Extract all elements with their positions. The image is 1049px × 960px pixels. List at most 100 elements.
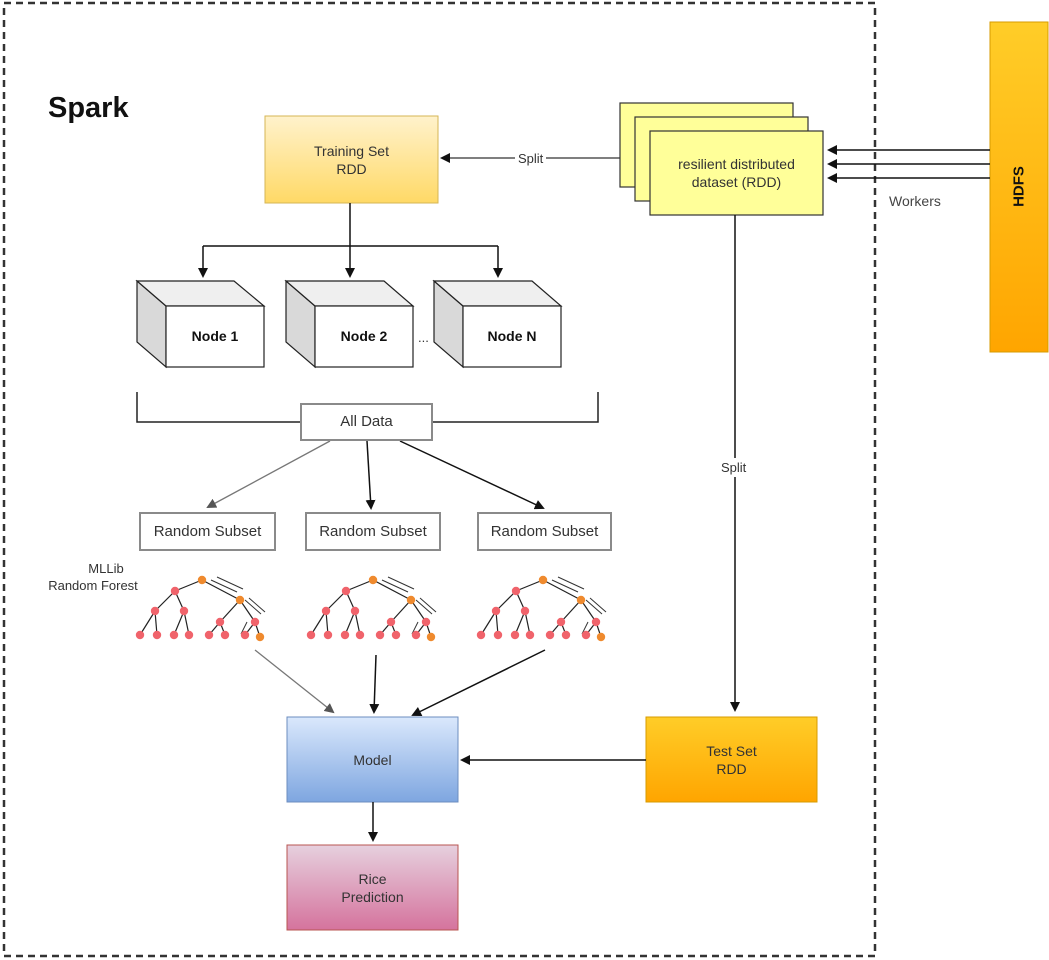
- tree-node: [576, 595, 586, 605]
- tree-1: [135, 575, 266, 642]
- tree-node: [561, 630, 571, 640]
- test-set-line2: RDD: [716, 760, 747, 777]
- tree-node: [135, 630, 145, 640]
- tree-edge: [390, 599, 412, 623]
- mllib-label: MLLib Random Forest: [28, 560, 158, 594]
- tree-node: [250, 617, 260, 627]
- hdfs-label: HDFS: [1010, 166, 1028, 207]
- tree-node: [476, 630, 486, 640]
- tree-path-arrow: [240, 621, 248, 635]
- rdd-label-line1: resilient distributed: [678, 156, 795, 172]
- random-subset-2: Random Subset: [305, 512, 441, 551]
- arrow-tree2-to-model: [369, 654, 380, 714]
- nodes-ellipsis: ...: [418, 330, 429, 345]
- tree-node: [556, 617, 566, 627]
- tree-node: [511, 586, 521, 596]
- tree-node: [406, 595, 416, 605]
- tree-path-arrow: [216, 576, 244, 590]
- tree-node: [169, 630, 179, 640]
- tree-edge: [173, 610, 185, 636]
- tree-path-arrow: [381, 579, 409, 593]
- tree-node: [255, 632, 265, 642]
- tree-path-arrow: [589, 597, 607, 613]
- test-set-label: Test Set RDD: [646, 717, 817, 802]
- tree-node: [510, 630, 520, 640]
- tree-node: [184, 630, 194, 640]
- tree-node: [525, 630, 535, 640]
- tree-path-arrow: [244, 599, 262, 615]
- tree-node: [491, 606, 501, 616]
- tree-3: [476, 575, 607, 642]
- tree-node: [152, 630, 162, 640]
- tree-node: [323, 630, 333, 640]
- tree-edge: [480, 610, 497, 636]
- rice-prediction-box: [286, 844, 459, 931]
- rdd-label: resilient distributed dataset (RDD): [650, 131, 823, 215]
- workers-label: Workers: [889, 193, 941, 209]
- tree-edge: [542, 579, 582, 601]
- node-1-label: Node 1: [191, 328, 239, 344]
- tree-path-arrow: [387, 576, 415, 590]
- hdfs-bar: [989, 21, 1049, 353]
- arrow-to-subset-3: [399, 440, 545, 510]
- tree-node: [341, 586, 351, 596]
- tree-node: [581, 630, 591, 640]
- bracket-left: [136, 392, 300, 423]
- tree-node: [391, 630, 401, 640]
- tree-path-arrow: [585, 599, 603, 615]
- tree-node: [179, 606, 189, 616]
- tree-node: [170, 586, 180, 596]
- random-subset-1: Random Subset: [139, 512, 276, 551]
- tree-node: [321, 606, 331, 616]
- training-set-line1: Training Set: [314, 142, 389, 159]
- tree-node: [306, 630, 316, 640]
- split-top-label: Split: [515, 151, 547, 166]
- training-set-label: Training Set RDD: [265, 116, 438, 203]
- tree-edge: [410, 599, 427, 623]
- tree-node: [545, 630, 555, 640]
- tree-path-arrow: [411, 621, 419, 635]
- tree-2: [306, 575, 437, 642]
- rdd-box-front: [649, 130, 824, 216]
- arrow-to-subset-1: [206, 440, 331, 508]
- tree-node: [240, 630, 250, 640]
- spark-title: Spark: [48, 92, 129, 124]
- tree-node: [235, 595, 245, 605]
- node-2-cube: [284, 279, 415, 369]
- spark-boundary: [2, 1, 877, 958]
- tree-node: [596, 632, 606, 642]
- rice-prediction-label: Rice Prediction: [287, 845, 458, 930]
- rice-line1: Rice: [358, 870, 387, 887]
- test-set-line1: Test Set: [706, 742, 757, 759]
- tree-node: [150, 606, 160, 616]
- test-set-box: [645, 716, 818, 803]
- tree-node: [215, 617, 225, 627]
- tree-node: [386, 617, 396, 627]
- tree-path-arrow: [248, 597, 266, 613]
- tree-path-arrow: [419, 597, 437, 613]
- tree-edge: [344, 610, 356, 636]
- tree-node: [375, 630, 385, 640]
- tree-edge: [325, 590, 347, 612]
- tree-edge: [201, 579, 241, 601]
- tree-edge: [580, 599, 597, 623]
- bracket-right: [433, 392, 599, 423]
- model-label: Model: [353, 751, 392, 768]
- tree-node: [421, 617, 431, 627]
- tree-edge: [219, 599, 241, 623]
- tree-edge: [514, 610, 526, 636]
- arrow-to-subset-2: [365, 440, 376, 510]
- tree-edge: [560, 599, 582, 623]
- tree-node: [197, 575, 207, 585]
- tree-node: [220, 630, 230, 640]
- random-subset-3: Random Subset: [477, 512, 612, 551]
- tree-path-arrow: [551, 579, 579, 593]
- rdd-label-line2: dataset (RDD): [691, 174, 782, 190]
- tree-edge: [239, 599, 256, 623]
- tree-node: [355, 630, 365, 640]
- tree-edge: [515, 579, 544, 592]
- tree-edge: [174, 579, 203, 592]
- arrow-tree3-to-model: [411, 649, 546, 716]
- tree-edge: [310, 610, 327, 636]
